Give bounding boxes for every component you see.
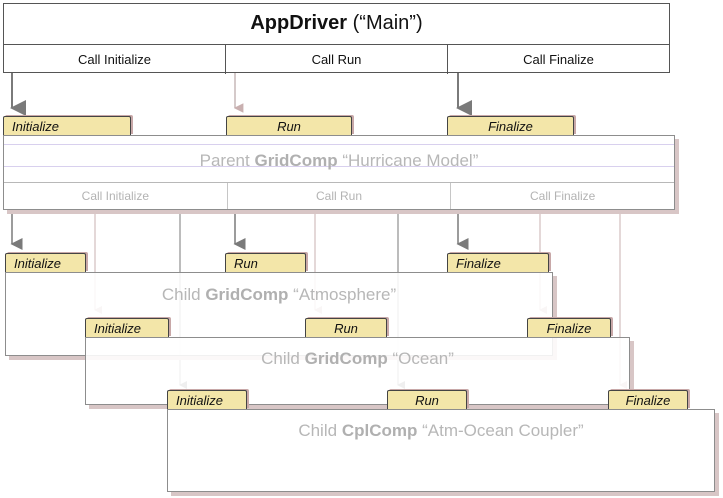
parent-tab-initialize: Initialize xyxy=(3,116,131,135)
coupler-cplcomp-box: Child CplComp “Atm-Ocean Coupler” xyxy=(167,409,715,492)
ocean-tab-run: Run xyxy=(305,318,387,337)
coupler-tab-initialize: Initialize xyxy=(167,390,247,409)
parent-call-bar: Call Initialize Call Run Call Finalize xyxy=(4,182,674,209)
parent-gridcomp-box: Parent GridComp “Hurricane Model” Call I… xyxy=(3,135,675,210)
driver-call-finalize: Call Finalize xyxy=(523,52,594,67)
driver-call-initialize: Call Initialize xyxy=(4,45,226,74)
parent-tab-finalize: Finalize xyxy=(447,116,574,135)
app-driver-box: AppDriver (“Main”) Call Initialize Call … xyxy=(3,3,670,74)
coupler-tab-run: Run xyxy=(387,390,467,409)
driver-call-run: Call Run xyxy=(226,45,448,74)
ocean-tab-initialize: Initialize xyxy=(85,318,169,337)
coupler-tab-finalize: Finalize xyxy=(608,390,688,409)
coupler-cplcomp-title: Child CplComp “Atm-Ocean Coupler” xyxy=(298,421,584,440)
atmosphere-tab-finalize: Finalize xyxy=(447,253,549,272)
ocean-gridcomp-title: Child GridComp “Ocean” xyxy=(261,349,454,368)
atmosphere-tab-run: Run xyxy=(225,253,306,272)
atmosphere-tab-initialize: Initialize xyxy=(5,253,86,272)
atmosphere-gridcomp-title: Child GridComp “Atmosphere” xyxy=(161,285,397,304)
parent-call-run: Call Run xyxy=(228,183,452,209)
app-driver-calls: Call Initialize Call Run Call Finalize xyxy=(4,44,669,74)
parent-call-initialize: Call Initialize xyxy=(4,183,228,209)
parent-gridcomp-title: Parent GridComp “Hurricane Model” xyxy=(199,151,479,170)
parent-call-finalize: Call Finalize xyxy=(530,189,596,203)
ocean-gridcomp-box: Child GridComp “Ocean” xyxy=(85,337,630,405)
parent-tab-run: Run xyxy=(226,116,352,135)
ocean-tab-finalize: Finalize xyxy=(527,318,611,337)
app-driver-title: AppDriver (“Main”) xyxy=(250,12,423,34)
